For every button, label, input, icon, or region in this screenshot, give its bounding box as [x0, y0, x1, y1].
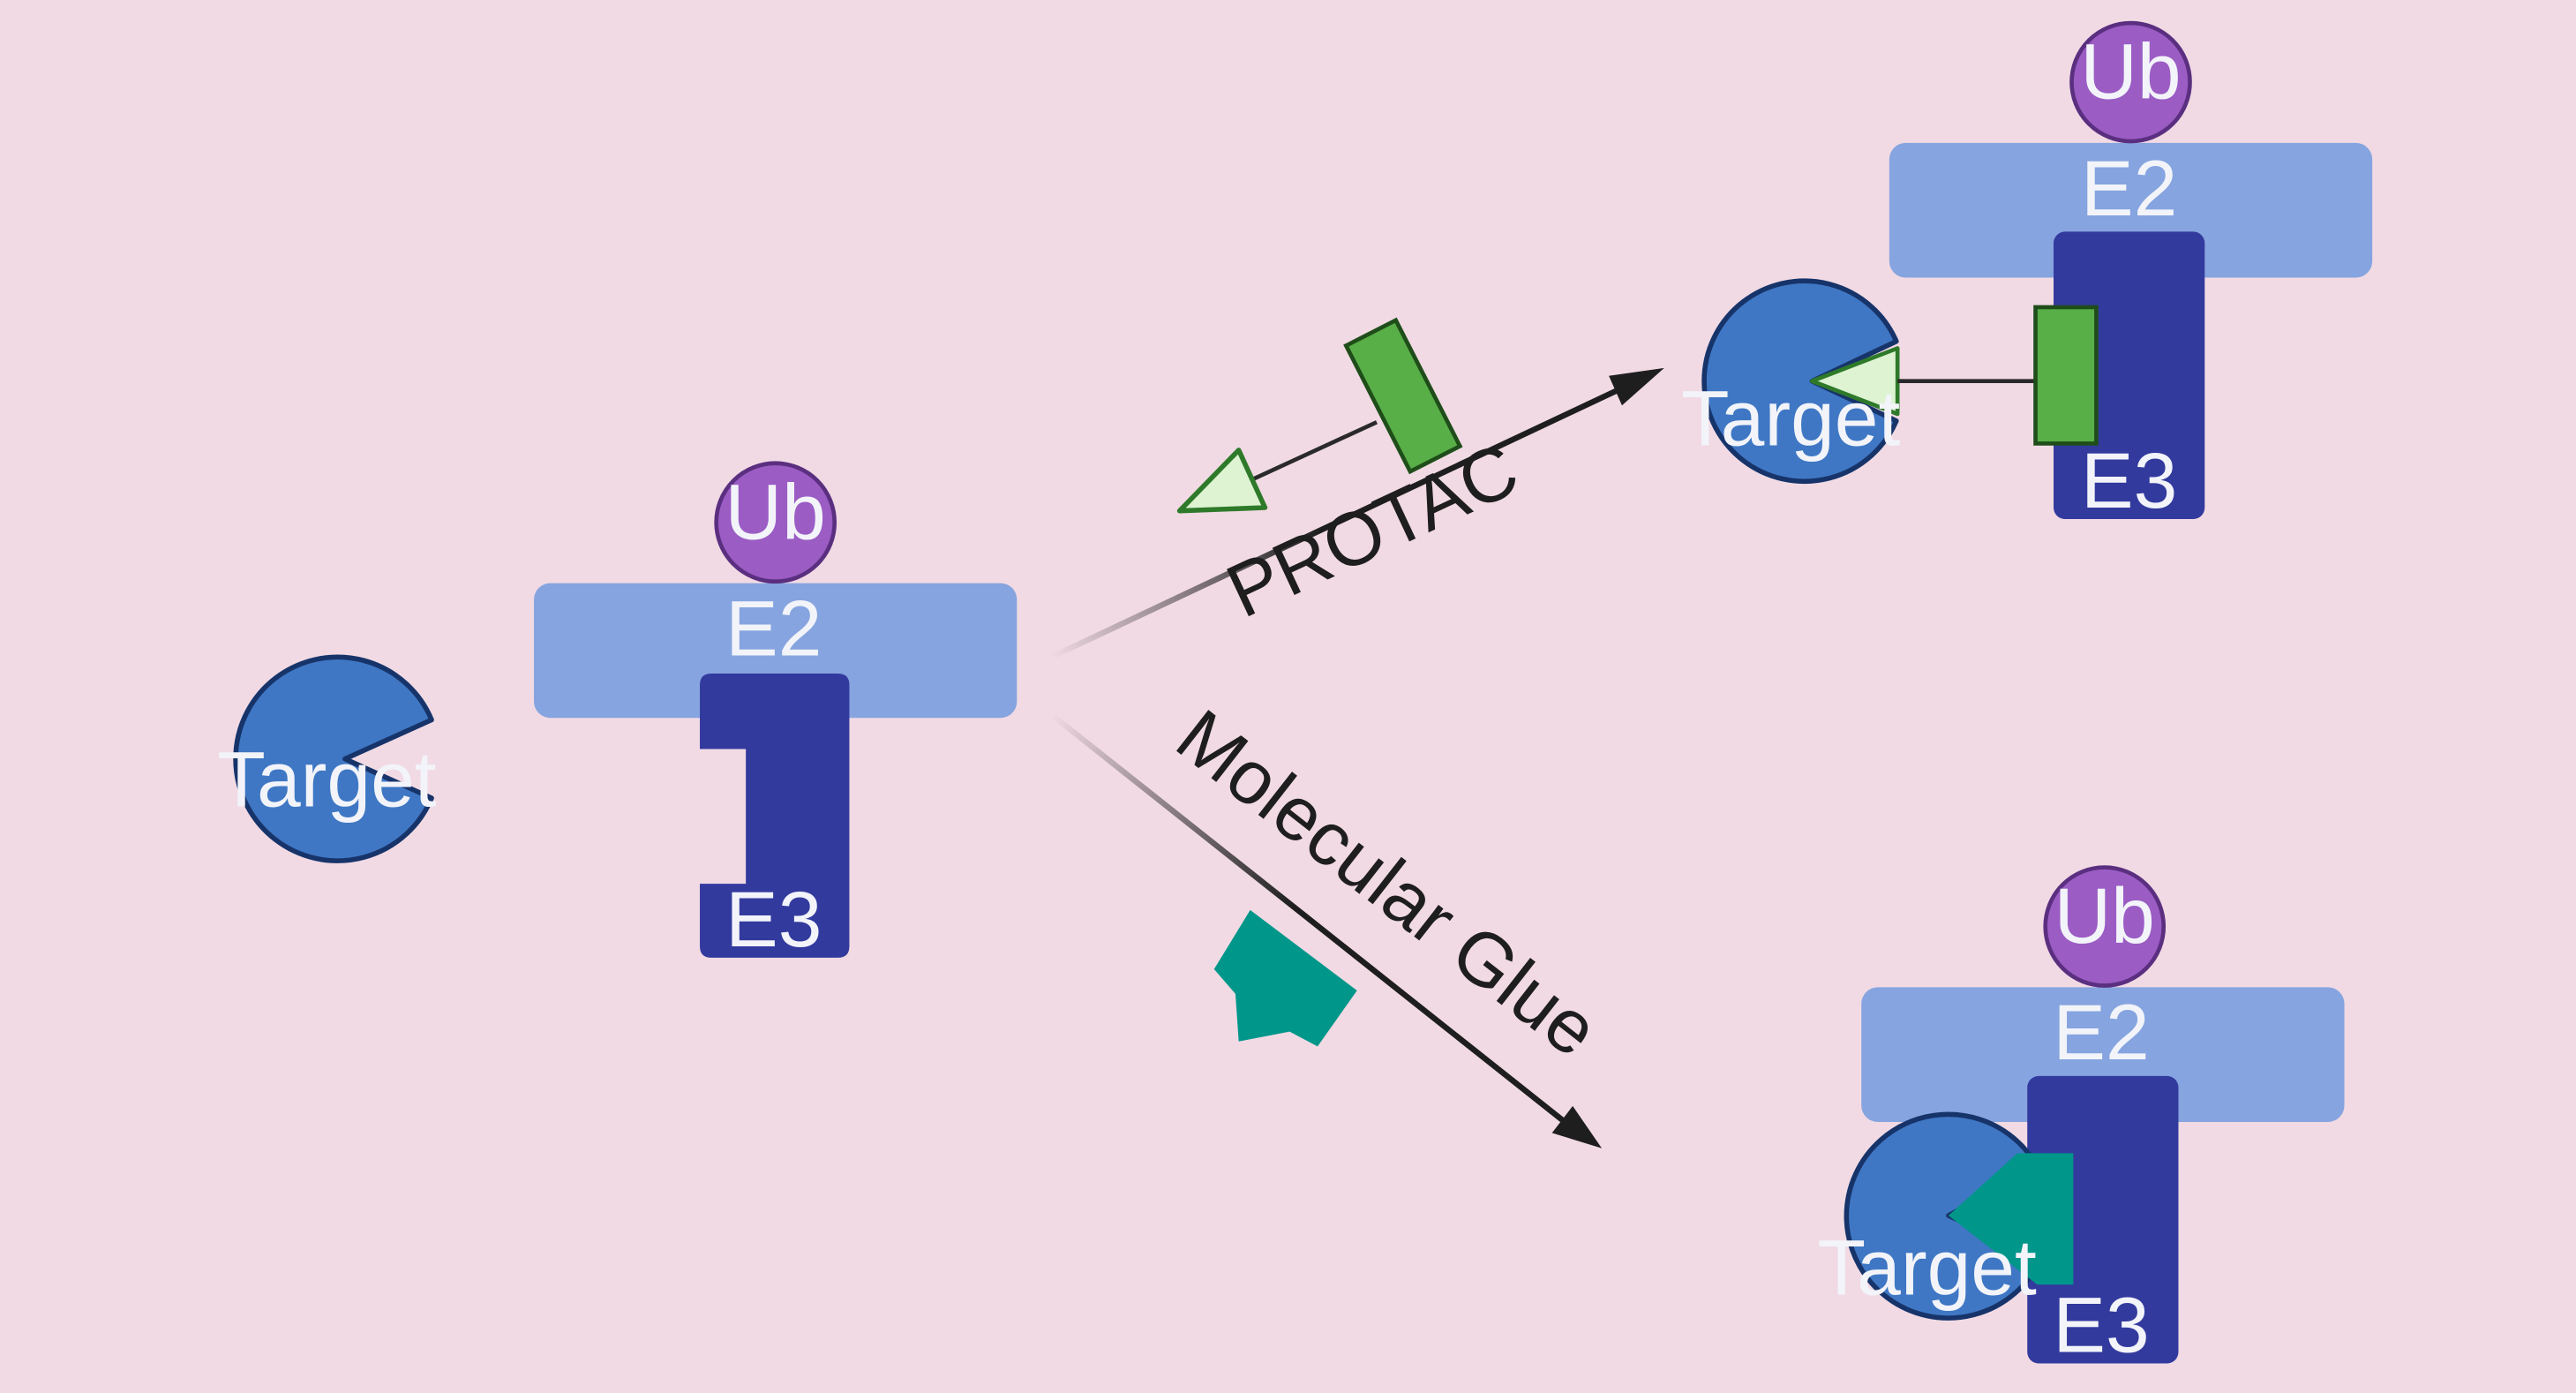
ubiquitin-glue [2043, 865, 2167, 988]
ub-label: Ub [725, 467, 826, 555]
e3-label: E3 [725, 875, 822, 963]
e2-enzyme-glue [1861, 987, 2345, 1122]
ub-label-glue: Ub [2054, 871, 2155, 960]
e3-label-protac: E3 [2081, 436, 2177, 524]
target-label-protac: Target [1681, 373, 1901, 462]
target-shape-glue [1844, 1111, 2044, 1321]
target-label-glue: Target [1817, 1223, 2037, 1311]
e3-ligase [700, 673, 850, 958]
e3-ligase-glue [2027, 1075, 2179, 1364]
molecular-glue-molecule [1213, 909, 1357, 1047]
e3-ligase-protac [2054, 231, 2205, 520]
molecular-glue-ternary-complex: E2 E3 Ub Target [1817, 865, 2345, 1368]
e2-label-protac: E2 [2081, 144, 2177, 232]
ubiquitin-protac [2069, 20, 2192, 144]
protac-ternary-complex: E2 E3 Ub Target [1681, 20, 2373, 524]
e3-binding-ligand [1343, 317, 1463, 475]
e3-binding-ligand-bound [2033, 305, 2099, 446]
e2-e3-ligase-complex: E2 E3 Ub [534, 461, 1018, 963]
molecular-glue-arrowhead [1551, 1105, 1603, 1148]
e2-enzyme [534, 583, 1018, 719]
protac-molecule [1176, 317, 1463, 514]
protac-linker [1250, 420, 1378, 482]
e2-label-glue: E2 [2053, 988, 2149, 1076]
target-warhead [1176, 448, 1268, 514]
molecular-glue-bound [1948, 1153, 2074, 1285]
target-shape [233, 654, 434, 863]
target-shape-protac [1701, 278, 1899, 485]
free-target-protein: Target [217, 654, 437, 863]
protac-arrowhead [1609, 367, 1664, 406]
e3-label-glue: E3 [2053, 1280, 2149, 1368]
molecular-glue-arrow-line [1049, 712, 1571, 1128]
e2-label: E2 [725, 584, 822, 672]
protac-arrow-line [1050, 383, 1628, 660]
ub-label-protac: Ub [2080, 27, 2181, 116]
ubiquitin [714, 461, 837, 584]
e2-enzyme-protac [1889, 142, 2373, 278]
target-label: Target [217, 735, 437, 824]
